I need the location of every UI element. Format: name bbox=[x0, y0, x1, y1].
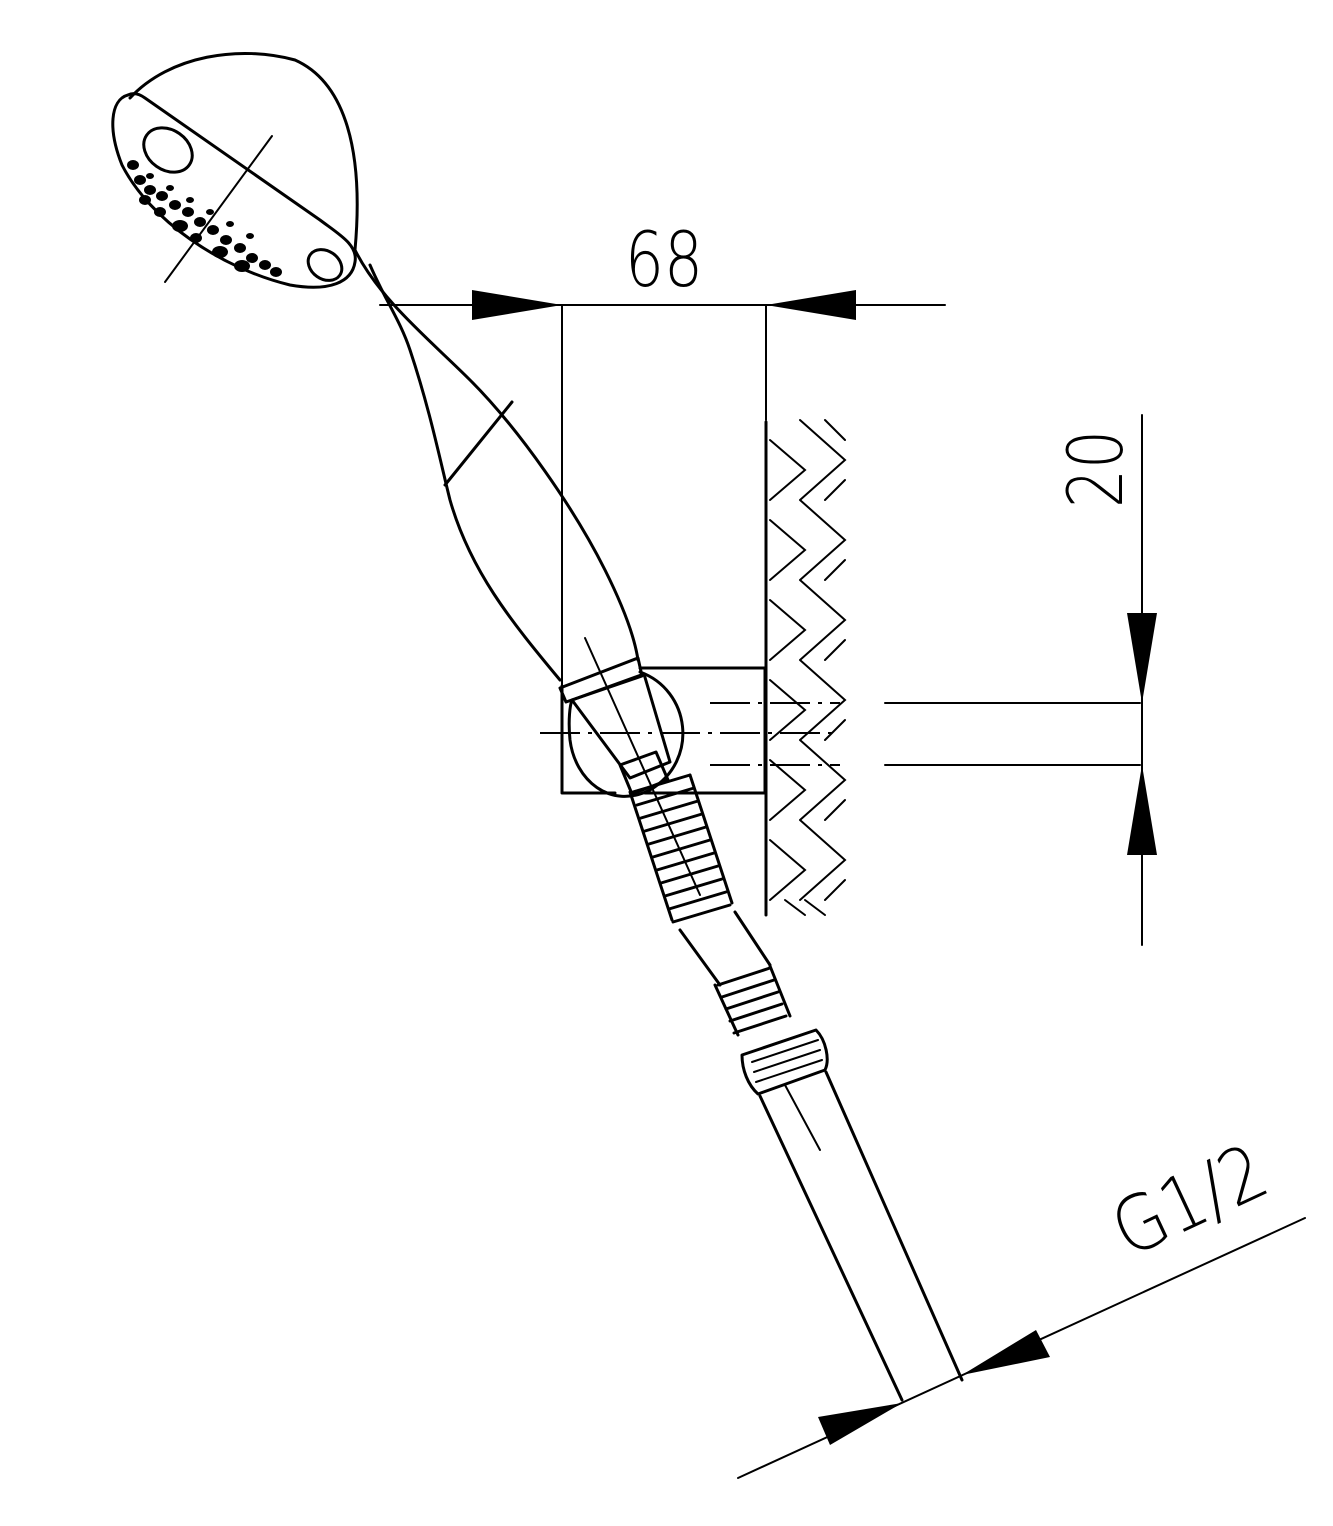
bracket-ball bbox=[567, 670, 685, 798]
dim-width-label: 68 bbox=[625, 215, 703, 304]
shower-hose bbox=[628, 773, 964, 1402]
bracket-nut bbox=[570, 672, 672, 780]
wall-hatch bbox=[769, 419, 847, 916]
wall-bracket bbox=[540, 637, 840, 896]
hose-nut-knurl bbox=[751, 1039, 823, 1083]
hose-axis bbox=[784, 1084, 821, 1151]
dim-thread-arrow-right bbox=[962, 1330, 1050, 1375]
hose-mid-spring bbox=[713, 964, 792, 1037]
hose-nut bbox=[740, 1028, 829, 1096]
dim-thread-arrow-left bbox=[818, 1403, 902, 1445]
dimension-thread: G1/2 bbox=[737, 1126, 1306, 1479]
dimension-height: 20 bbox=[884, 414, 1157, 946]
dim-height-label: 20 bbox=[1051, 430, 1140, 508]
dim-width-arrow-right bbox=[766, 290, 856, 320]
dim-height-arrow-bottom bbox=[1127, 765, 1157, 855]
bracket-axis bbox=[584, 637, 701, 896]
shower-head-hole-top bbox=[142, 126, 194, 174]
dim-thread-label: G1/2 bbox=[1098, 1126, 1281, 1274]
dim-height-arrow-top bbox=[1127, 613, 1157, 703]
dim-width-arrow-left bbox=[472, 290, 562, 320]
handle-outline-right bbox=[353, 248, 640, 662]
shower-head-hole-bottom bbox=[306, 248, 344, 282]
shower-handle bbox=[353, 248, 644, 704]
shower-head-face bbox=[111, 92, 357, 289]
shower-head-nozzles bbox=[127, 160, 282, 277]
hose-tube bbox=[758, 1070, 964, 1402]
wall bbox=[764, 419, 847, 917]
handle-grip-line bbox=[443, 400, 514, 487]
shower-head-axis bbox=[164, 135, 273, 283]
handle-outline-left bbox=[368, 263, 562, 682]
dimension-width: 68 bbox=[379, 215, 946, 687]
shower-head bbox=[111, 51, 359, 289]
shower-head-dome bbox=[128, 51, 359, 252]
hose-spring bbox=[628, 773, 734, 924]
hose-mid bbox=[678, 910, 772, 987]
